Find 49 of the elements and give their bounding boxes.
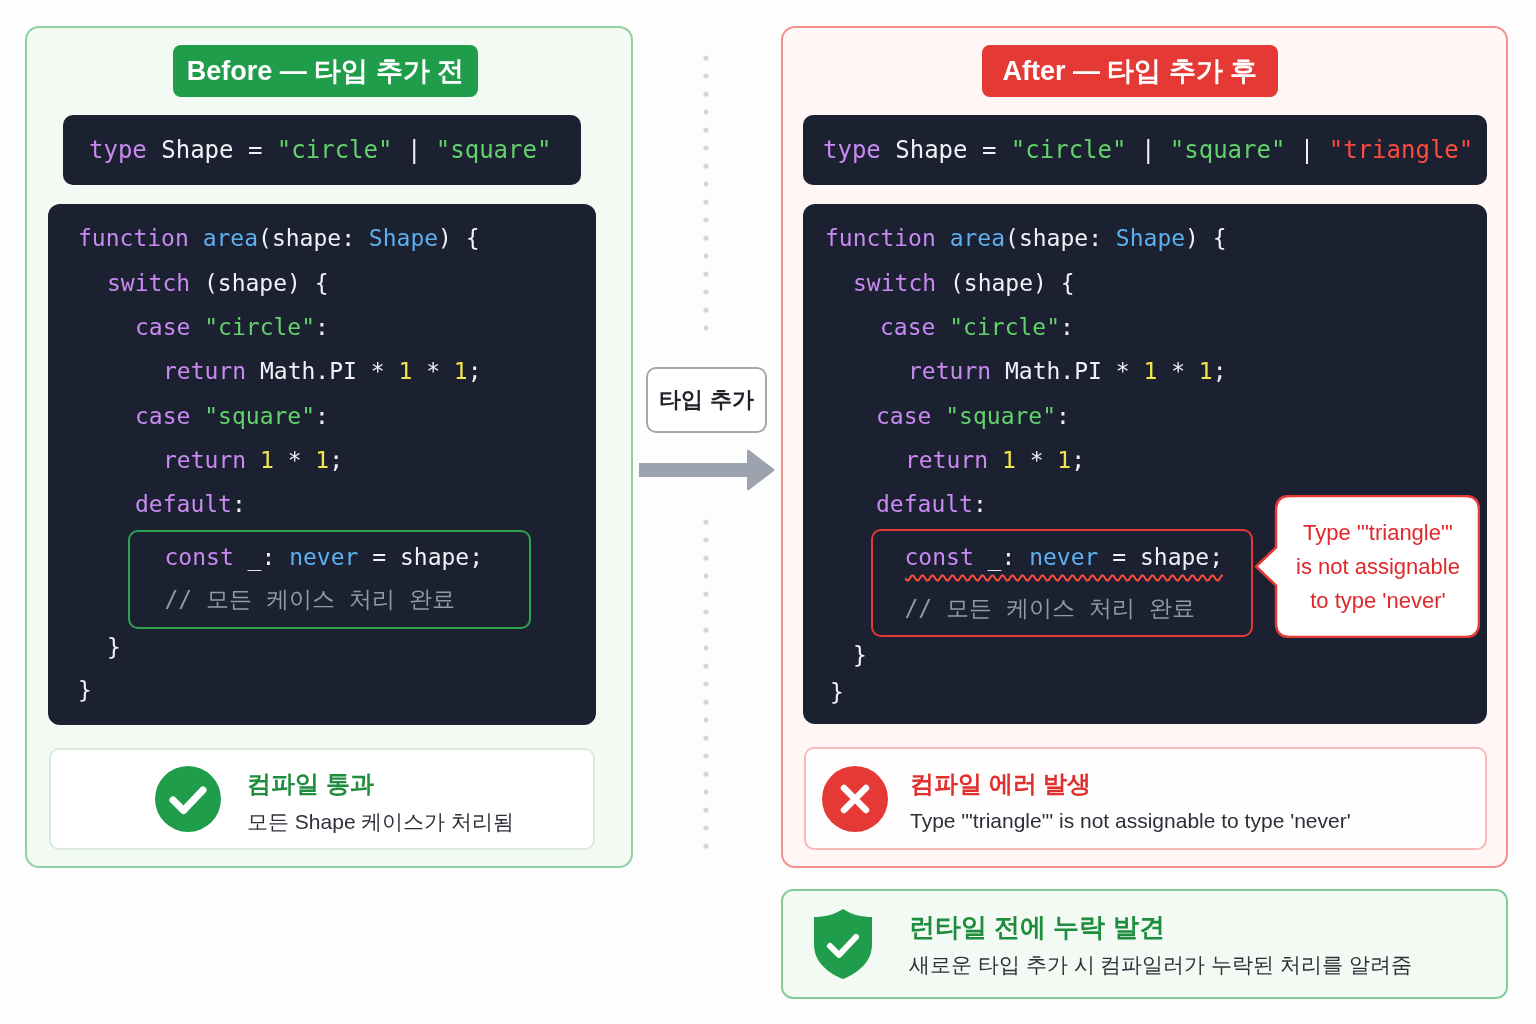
code-line: return 1 * 1; [905, 446, 1086, 475]
panel-heading: After — 타입 추가 후 [1002, 55, 1258, 88]
heading-badge [173, 45, 478, 97]
code-line: default: [876, 490, 987, 519]
code-line: } [78, 676, 92, 705]
code-line: return 1 * 1; [163, 446, 344, 475]
code-line: function area(shape: Shape) { [78, 224, 480, 253]
status-message: Type '"triangle"' is not assignable to type 'never' [910, 808, 1351, 834]
status-title: 컴파일 통과 [247, 769, 374, 799]
code-editor-panel [48, 204, 596, 725]
code-editor-panel [803, 204, 1487, 724]
code-line: } [853, 641, 867, 670]
code-line: return Math.PI * 1 * 1; [908, 357, 1227, 386]
code-line: case "square": [876, 402, 1070, 431]
code-line: case "square": [135, 402, 329, 431]
code-line: const _: never = shape; [164, 542, 484, 572]
code-line: default: [135, 490, 246, 519]
callout-bubble [1254, 495, 1480, 638]
code-line: return Math.PI * 1 * 1; [163, 357, 482, 386]
code-line: const _: never = shape; [904, 542, 1224, 572]
comparison-panel [781, 26, 1508, 868]
status-card [49, 748, 595, 850]
heading-badge [982, 45, 1278, 97]
code-line: } [830, 678, 844, 707]
code-line: switch (shape) { [853, 269, 1075, 298]
code-comment: // 모든 케이스 처리 완료 [904, 593, 1195, 623]
code-line: switch (shape) { [107, 269, 329, 298]
highlight-frame [871, 529, 1253, 637]
step-label: 타입 추가 [659, 386, 754, 414]
code-line: } [107, 633, 121, 662]
code-comment: // 모든 케이스 처리 완료 [164, 584, 455, 614]
panel-heading: Before — 타입 추가 전 [186, 55, 465, 88]
status-message: 모든 Shape 케이스가 처리됨 [247, 809, 515, 835]
code-line: function area(shape: Shape) { [825, 224, 1227, 253]
summary-title: 런타일 전에 누락 발견 [909, 912, 1165, 942]
summary-card [781, 889, 1508, 999]
type-code-panel [63, 115, 581, 185]
code-line: type Shape = "circle" | "square" [89, 135, 552, 165]
type-code-panel [803, 115, 1487, 185]
code-line: type Shape = "circle" | "square" | "triangle" [823, 135, 1474, 165]
summary-message: 새로운 타입 추가 시 컴파일러가 누락된 처리를 알려줌 [909, 952, 1412, 978]
code-line: case "circle": [135, 313, 329, 342]
step-box [646, 367, 767, 433]
comparison-panel [25, 26, 633, 868]
status-title: 컴파일 에러 발생 [910, 769, 1092, 799]
status-card [804, 747, 1487, 850]
highlight-frame [128, 530, 531, 629]
code-line: case "circle": [880, 313, 1074, 342]
callout-text: Type '"triangle"' is not assignable to type 'never' [1295, 518, 1461, 615]
